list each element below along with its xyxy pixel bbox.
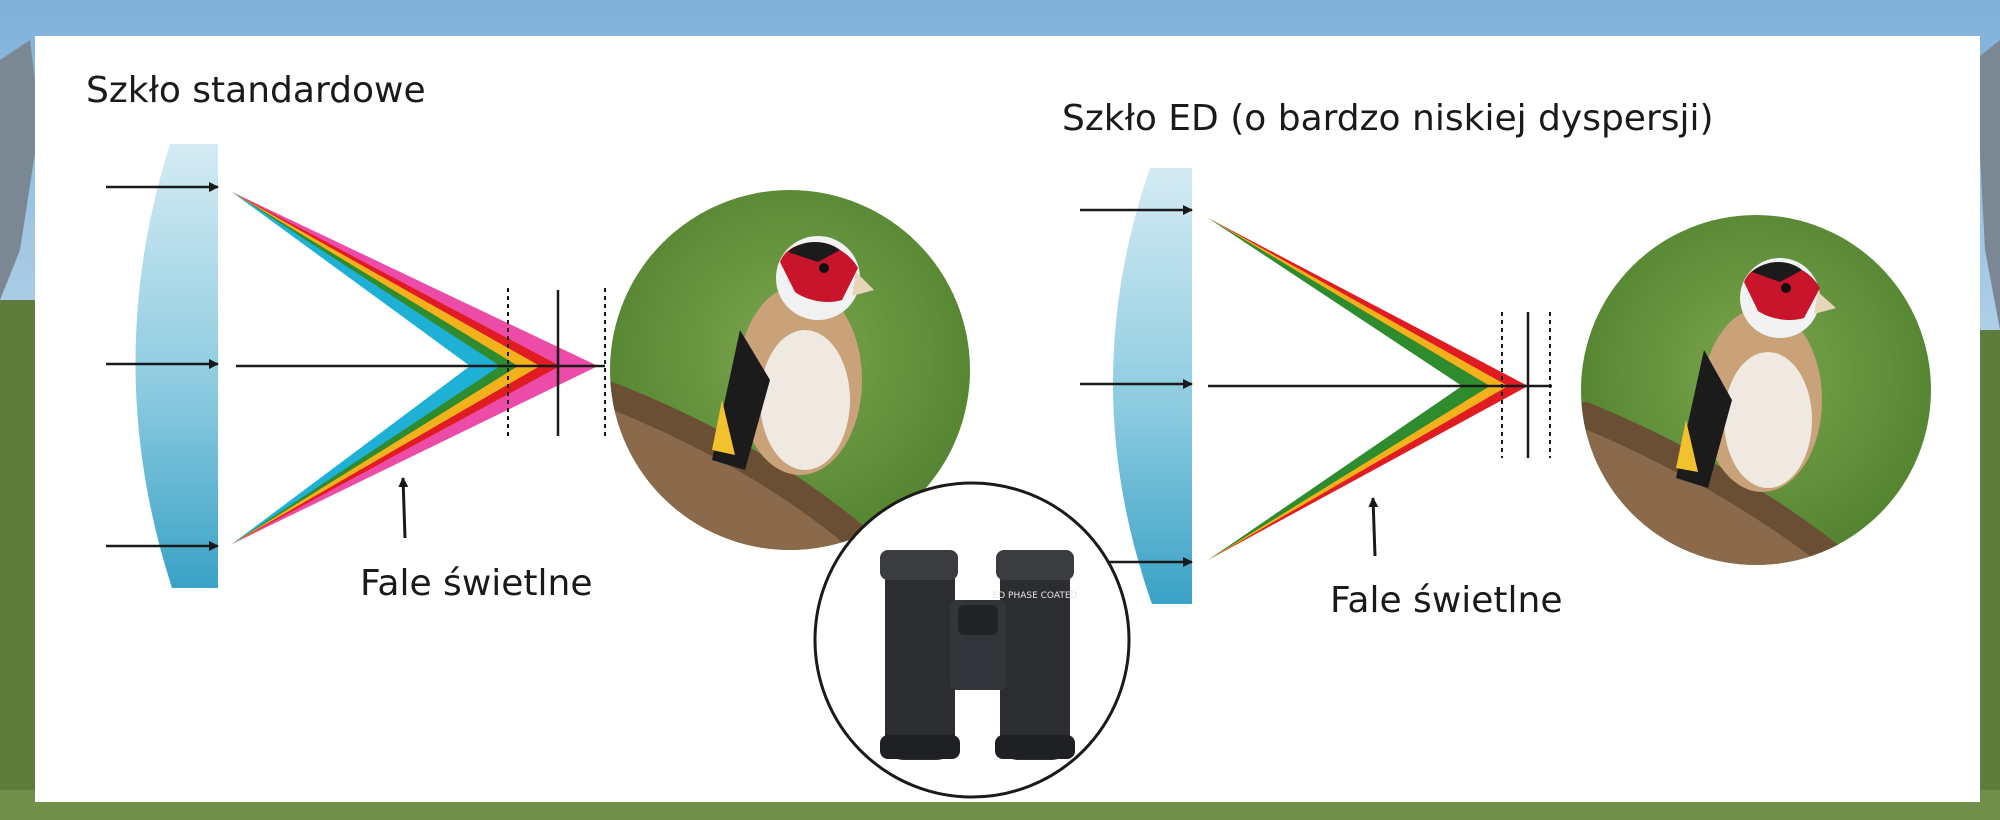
ed-wave-label: Fale świetlne <box>1330 580 1563 621</box>
standard-glass-title: Szkło standardowe <box>86 70 426 111</box>
binoculars-badge-text: ED PHASE COATED <box>993 591 1078 601</box>
binoculars-product: ED PHASE COATED <box>815 483 1129 797</box>
standard-wave-label: Fale świetlne <box>360 563 593 604</box>
ed-glass-title: Szkło ED (o bardzo niskiej dyspersji) <box>1062 98 1714 139</box>
wave-pointer-arrow <box>403 478 405 538</box>
ed-wave-pointer-arrow <box>1373 498 1375 556</box>
